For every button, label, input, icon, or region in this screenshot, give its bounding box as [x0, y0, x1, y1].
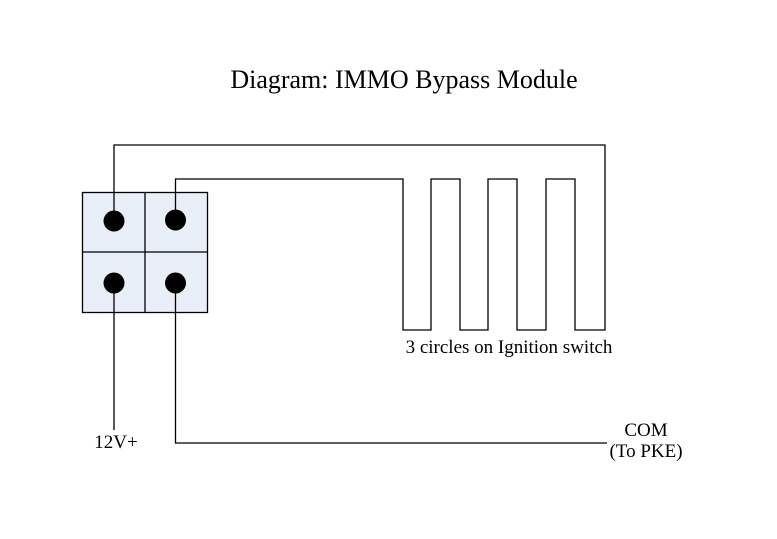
- label-ignition-coil: 3 circles on Ignition switch: [405, 337, 613, 358]
- terminal-circle-top-left: [103, 210, 125, 232]
- terminal-circle-bottom-right: [165, 272, 186, 294]
- label-com-line2: (To PKE): [609, 441, 683, 462]
- page-title: Diagram: IMMO Bypass Module: [230, 65, 578, 94]
- label-com-to-pke: COM (To PKE): [609, 420, 682, 462]
- wire-coil-circuit: [113, 144, 606, 331]
- wire-com-lead: [174, 283, 607, 444]
- terminal-circle-top-right: [165, 209, 186, 231]
- terminal-circle-bottom-left: [103, 272, 125, 294]
- label-12v-power: 12V+: [94, 432, 138, 453]
- label-com-line1: COM: [624, 420, 668, 441]
